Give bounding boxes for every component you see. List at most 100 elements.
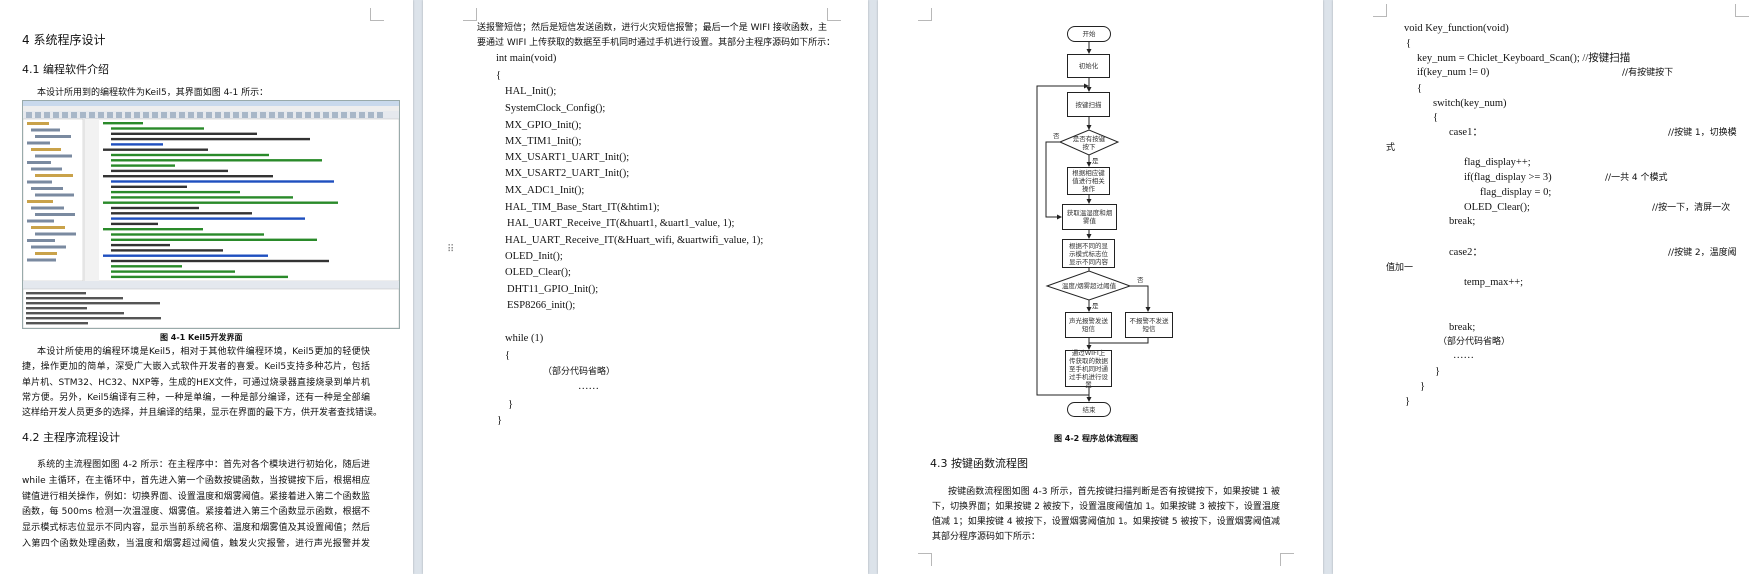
code-line: DHT11_GPIO_Init(); xyxy=(507,284,599,295)
flow-label-yes: 是 xyxy=(1092,302,1099,310)
chapter-heading: 4 系统程序设计 xyxy=(22,33,106,47)
ide-detail xyxy=(242,112,248,118)
ide-detail xyxy=(251,112,257,118)
ide-detail xyxy=(44,112,50,118)
ide-detail xyxy=(31,245,66,249)
ide-detail xyxy=(111,180,334,183)
ide-detail xyxy=(27,258,56,262)
ide-detail xyxy=(111,233,264,236)
code-line: MX_USART2_UART_Init(); xyxy=(505,168,630,179)
ide-detail xyxy=(260,112,266,118)
paragraph-line: 常方便。另外，Keil5编译有三种，一种是单编，一种是部分编译，还有一种是全部编… xyxy=(22,393,370,403)
paragraph-line: 值减 1；如果按键 4 被按下，设置烟雾阈值加 1。如果按键 5 被按下，设置烟… xyxy=(932,517,1280,527)
ide-detail xyxy=(27,219,54,223)
ide-detail xyxy=(27,239,55,242)
ide-detail xyxy=(111,238,317,241)
ide-detail xyxy=(26,312,124,315)
flow-no-alarm: 不报警不发送短信 xyxy=(1125,312,1173,338)
code-line: case1： xyxy=(1449,127,1483,138)
ide-detail xyxy=(278,112,284,118)
ide-detail xyxy=(111,159,322,162)
ide-detail xyxy=(31,148,61,151)
ide-detail xyxy=(197,112,203,118)
ide-detail xyxy=(143,112,149,118)
code-line: MX_USART1_UART_Init(); xyxy=(505,152,630,163)
paragraph-line: 捷，操作更加的简单，深受广大嵌入式软件开发者的喜爱。Keil5支持多种芯片，包括… xyxy=(22,362,370,372)
flow-label-yes: 是 xyxy=(1092,157,1099,165)
flow-end: 结束 xyxy=(1067,402,1111,417)
margin-corner-mark xyxy=(918,553,932,566)
section-heading-4-1: 4.1 编程软件介绍 xyxy=(22,63,109,76)
ide-detail xyxy=(27,200,53,203)
ide-detail xyxy=(35,135,71,138)
ide-detail xyxy=(111,217,305,220)
code-comment: //一共 4 个模式 xyxy=(1605,173,1668,183)
paragraph-line: 其部分程序源码如下所示： xyxy=(932,532,1041,542)
code-line: MX_GPIO_Init(); xyxy=(505,120,582,131)
code-line: MX_TIM1_Init(); xyxy=(505,136,582,147)
paragraph-line: 显示模式标志位显示不同内容，显示当前系统名称、温度和烟雾值及其设置阈值；然后进 xyxy=(22,523,370,533)
ide-detail xyxy=(26,112,32,118)
ide-detail xyxy=(111,265,182,268)
code-line: OLED_Clear(); xyxy=(505,267,571,278)
figure-caption-4-1: 图 4-1 Keil5开发界面 xyxy=(160,333,243,342)
ide-detail xyxy=(103,148,208,151)
code-line: 式 xyxy=(1386,143,1396,153)
ide-detail xyxy=(35,112,41,118)
code-line: { xyxy=(1433,112,1439,123)
ide-detail xyxy=(111,249,223,252)
margin-corner-mark xyxy=(463,8,477,21)
paragraph-line: 入第四个函数处理函数，当温度和烟雾超过阈值，触发火灾报警，进行声光报警并发 xyxy=(22,539,370,549)
code-line: case2： xyxy=(1449,247,1483,258)
code-line: } xyxy=(1435,366,1441,377)
ide-detail xyxy=(111,275,288,279)
ide-detail xyxy=(27,141,50,145)
flow-key-scan: 按键扫描 xyxy=(1067,92,1110,117)
figure-caption-4-2: 图 4-2 程序总体流程图 xyxy=(1054,434,1139,443)
code-line: switch(key_num) xyxy=(1433,98,1507,109)
code-comment: //有按键按下 xyxy=(1622,68,1674,78)
code-line: （部分代码省略） xyxy=(543,367,616,377)
ide-detail xyxy=(35,174,73,177)
code-line: break; xyxy=(1449,322,1476,333)
flow-start: 开始 xyxy=(1067,26,1111,42)
code-line: SystemClock_Config(); xyxy=(505,103,606,114)
drag-handle-icon[interactable]: ⠿ xyxy=(447,244,456,255)
ide-detail xyxy=(27,122,49,125)
section-heading-4-2: 4.2 主程序流程设计 xyxy=(22,431,120,444)
ide-detail xyxy=(111,143,163,146)
code-line: } xyxy=(1405,396,1411,407)
ide-detail xyxy=(111,185,187,188)
flow-wifi: 通过WIFI上传获取的数据至手机同时通过手机进行设置 xyxy=(1065,349,1112,389)
ide-detail xyxy=(296,112,302,118)
ide-detail xyxy=(103,175,273,178)
ide-detail xyxy=(111,196,293,199)
paragraph-line: 系统的主流程图如图 4-2 所示：在主程序中：首先对各个模块进行初始化，随后进入 xyxy=(37,460,370,470)
code-line: if(key_num != 0) xyxy=(1417,67,1490,78)
ide-detail xyxy=(111,127,204,130)
ide-detail xyxy=(111,132,257,135)
ide-detail xyxy=(111,243,170,247)
ide-detail xyxy=(35,193,74,197)
ide-detail xyxy=(111,270,235,273)
ide-detail xyxy=(111,169,228,173)
code-line: ESP8266_init(); xyxy=(507,300,576,311)
decision-key-pressed xyxy=(1058,129,1120,156)
ide-detail xyxy=(359,112,365,118)
keil-ide-image xyxy=(23,101,399,328)
ide-detail xyxy=(224,112,230,118)
ide-detail xyxy=(341,112,347,118)
ide-detail xyxy=(103,201,338,204)
ide-detail xyxy=(111,222,158,226)
ide-detail xyxy=(35,252,57,255)
ide-detail xyxy=(80,112,86,118)
margin-corner-mark xyxy=(1735,4,1749,17)
ide-detail xyxy=(71,112,77,118)
paragraph-line: 键值进行相关操作，例如：切换界面、设置温度和烟雾阈值。紧接着进入第二个函数监测 xyxy=(22,492,370,502)
paragraph-line: 这样给开发人员更多的选择，并且编译的结果，显示在界面的最下方，供开发者查找错误。 xyxy=(22,408,383,418)
ide-detail xyxy=(332,112,338,118)
keil-ide-screenshot xyxy=(22,100,400,329)
flow-key-operation: 根据相应键值进行相关操作 xyxy=(1067,167,1110,195)
code-line: HAL_UART_Receive_IT(&huart1, &uart1_valu… xyxy=(507,218,735,229)
